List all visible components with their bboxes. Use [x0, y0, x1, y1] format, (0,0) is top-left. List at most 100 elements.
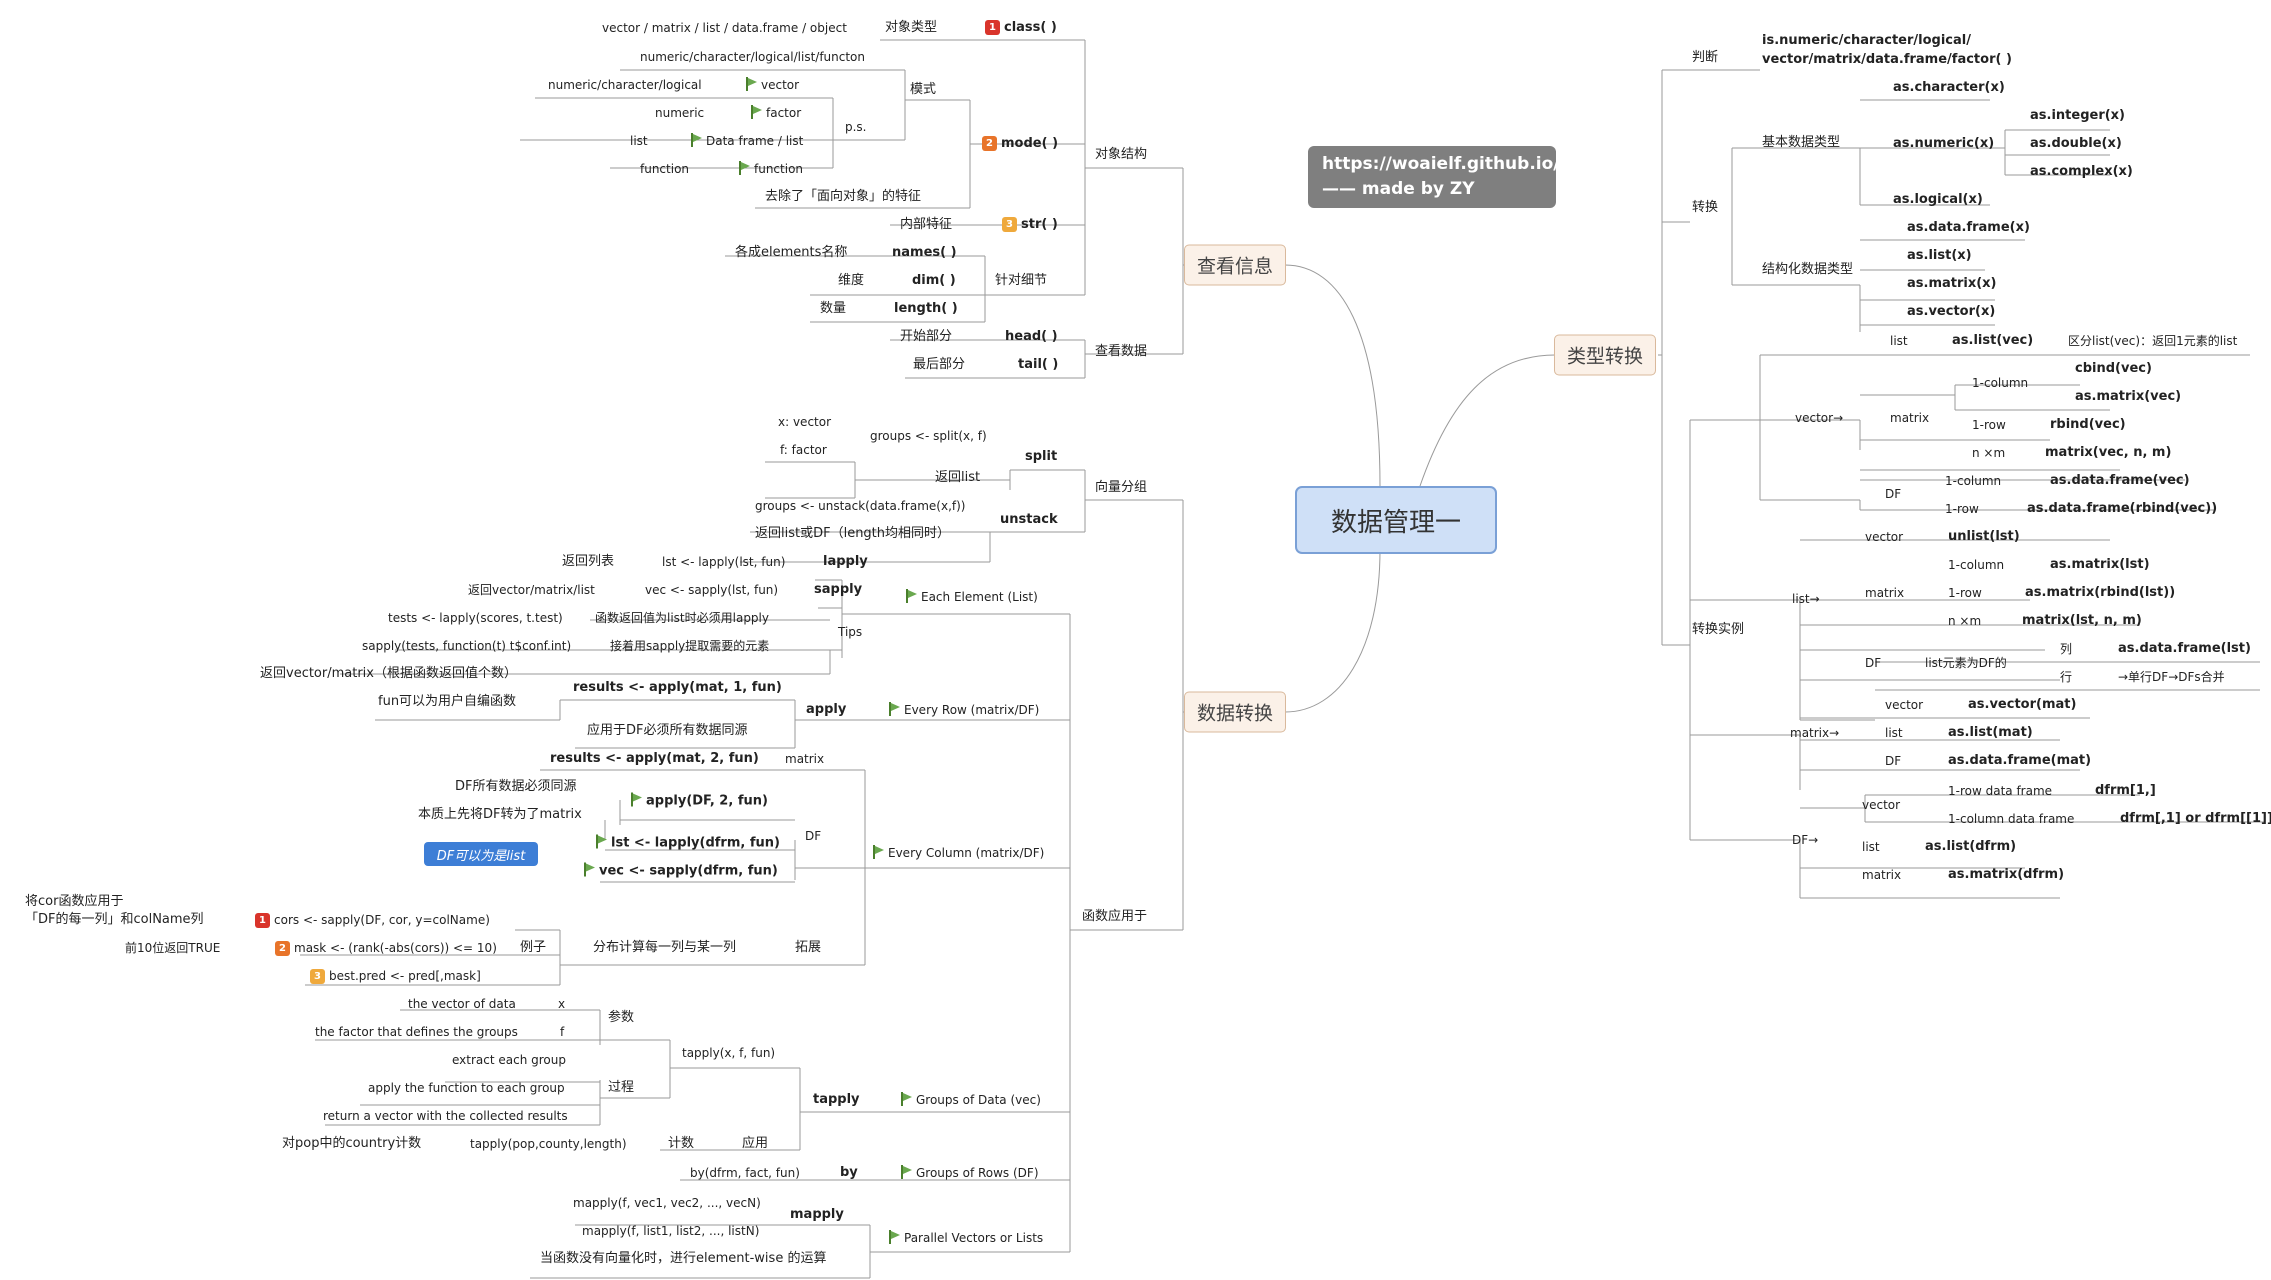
node-vec-1col: 1-column	[1972, 376, 2029, 390]
node-vec-nm: n ×m	[1972, 446, 2006, 460]
node-object-type: 对象类型	[885, 20, 938, 35]
flag-icon	[750, 105, 762, 119]
node-vec-df-1col: 1-column	[1945, 474, 2002, 488]
node-df-asmatrix: as.matrix(dfrm)	[1948, 867, 2065, 882]
node-split[interactable]: split	[1025, 449, 1058, 464]
node-list-df-elements: list元素为DF的	[1925, 656, 2007, 670]
node-tapply-code: tapply(x, f, fun)	[682, 1046, 776, 1060]
node-as-matrix: as.matrix(x)	[1907, 276, 1997, 291]
node-matrix-lst: matrix(lst, n, m)	[2022, 613, 2142, 628]
node-extension: 拓展	[795, 940, 822, 955]
central-topic[interactable]: 数据管理一	[1295, 486, 1497, 554]
node-vec-matrix: matrix	[1890, 411, 1930, 425]
credit-box: https://woaielf.github.io/ —— made by ZY	[1308, 146, 1560, 208]
df-list-callout: DF可以为是list	[424, 842, 538, 866]
node-apply-df-code: apply(DF, 2, fun)	[630, 792, 768, 810]
node-tapply[interactable]: tapply	[813, 1092, 860, 1107]
node-list-df: DF	[1865, 656, 1882, 670]
node-list-df-merge: →单行DF→DFs合并	[2118, 670, 2225, 684]
node-as-logical: as.logical(x)	[1893, 192, 1983, 207]
node-groups-data[interactable]: Groups of Data (vec)	[900, 1092, 1041, 1108]
node-length[interactable]: length( )	[894, 301, 958, 316]
node-column-vs-column: 分布计算每一列与某一列	[593, 940, 737, 955]
node-x-vector: x: vector	[778, 415, 832, 429]
flag-icon	[905, 589, 917, 603]
node-every-column[interactable]: Every Column (matrix/DF)	[872, 845, 1044, 861]
node-names[interactable]: names( )	[892, 245, 957, 260]
node-matrix-label: matrix	[785, 752, 825, 766]
node-x-param: x	[558, 997, 566, 1011]
node-list-vector: vector	[1865, 530, 1904, 544]
node-apply-group: apply the function to each group	[368, 1081, 565, 1095]
node-list-1row: 1-row	[1948, 586, 1982, 600]
node-by-code: by(dfrm, fact, fun)	[690, 1166, 800, 1180]
node-return-vector: return a vector with the collected resul…	[323, 1109, 568, 1123]
node-judge[interactable]: 判断	[1692, 50, 1719, 65]
node-as-vector: as.vector(x)	[1907, 304, 1996, 319]
node-factor-groups: the factor that defines the groups	[315, 1025, 518, 1039]
node-function-apply[interactable]: 函数应用于	[1082, 909, 1148, 924]
flag-icon	[583, 862, 595, 877]
node-df-same-source: DF所有数据必须同源	[455, 779, 577, 794]
branch-type-conversion[interactable]: 类型转换	[1553, 334, 1657, 376]
node-conversion-examples[interactable]: 转换实例	[1692, 622, 1745, 637]
node-lapply[interactable]: lapply	[823, 554, 868, 569]
node-vec-df: DF	[1885, 487, 1902, 501]
node-mat-df: DF	[1885, 754, 1902, 768]
branch-data-transform[interactable]: 数据转换	[1183, 691, 1287, 733]
node-groups-rows[interactable]: Groups of Rows (DF)	[900, 1165, 1039, 1181]
node-apply-df-note: 应用于DF必须所有数据同源	[587, 723, 748, 738]
node-split-code: groups <- split(x, f)	[870, 429, 987, 443]
node-mat-list: list	[1885, 726, 1903, 740]
flag-icon	[888, 1230, 900, 1244]
node-lapply-code: lst <- lapply(lst, fun)	[662, 555, 786, 569]
node-object-structure[interactable]: 对象结构	[1095, 147, 1148, 162]
node-by[interactable]: by	[840, 1165, 858, 1180]
node-vec-asdf-rbind: as.data.frame(rbind(vec))	[2027, 501, 2218, 516]
node-parallel[interactable]: Parallel Vectors or Lists	[888, 1230, 1043, 1246]
node-df-to-matrix: 本质上先将DF转为了matrix	[418, 807, 582, 822]
node-ps: p.s.	[845, 120, 867, 134]
node-convert[interactable]: 转换	[1692, 200, 1719, 215]
node-vector-of-data: the vector of data	[408, 997, 516, 1011]
node-tail[interactable]: tail( )	[1018, 357, 1059, 372]
node-df-aslist: as.list(dfrm)	[1925, 839, 2017, 854]
node-tip-lapply: 函数返回值为list时必须用lapply	[595, 611, 769, 625]
node-df-1col: 1-column data frame	[1948, 812, 2075, 826]
node-unstack[interactable]: unstack	[1000, 512, 1058, 527]
node-apply-returns: 返回vector/matrix（根据函数返回值个数）	[260, 666, 517, 681]
node-view-data[interactable]: 查看数据	[1095, 344, 1148, 359]
node-head[interactable]: head( )	[1005, 329, 1058, 344]
node-mode-label: 模式	[910, 82, 937, 97]
node-cor-apply: 将cor函数应用于	[25, 894, 124, 909]
node-matrix-vec: matrix(vec, n, m)	[2045, 445, 2172, 460]
node-list-asmatrix: as.matrix(lst)	[2050, 557, 2150, 572]
node-each-element[interactable]: Each Element (List)	[905, 589, 1038, 605]
node-elementwise: 当函数没有向量化时，进行element-wise 的运算	[540, 1251, 827, 1266]
credit-url[interactable]: https://woaielf.github.io/	[1322, 154, 1560, 174]
node-dim[interactable]: dim( )	[912, 273, 956, 288]
node-internal: 内部特征	[900, 217, 953, 232]
node-structured-types: 结构化数据类型	[1762, 262, 1854, 277]
node-extract-group: extract each group	[452, 1053, 566, 1067]
node-apply[interactable]: apply	[806, 702, 847, 717]
node-as-numeric: as.numeric(x)	[1893, 136, 1995, 151]
node-from-df: DF→	[1792, 833, 1819, 847]
node-details: 针对细节	[995, 273, 1048, 288]
node-ps-vector: vector	[745, 77, 799, 93]
node-df-list: list	[1862, 840, 1880, 854]
flag-icon	[872, 845, 884, 859]
flag-icon	[900, 1165, 912, 1179]
node-every-row[interactable]: Every Row (matrix/DF)	[888, 702, 1039, 718]
node-vector-grouping[interactable]: 向量分组	[1095, 480, 1148, 495]
branch-view-info[interactable]: 查看信息	[1183, 244, 1287, 286]
node-mapply[interactable]: mapply	[790, 1207, 844, 1222]
flag-icon	[738, 161, 750, 175]
node-sapply[interactable]: sapply	[814, 582, 863, 597]
node-vec-aslist: as.list(vec)	[1952, 333, 2034, 348]
